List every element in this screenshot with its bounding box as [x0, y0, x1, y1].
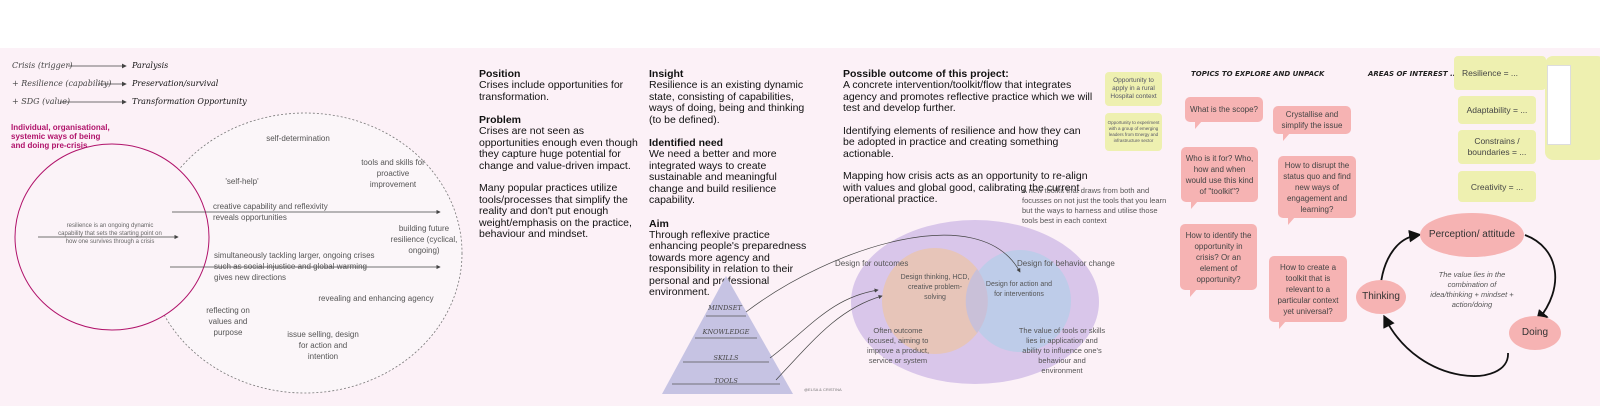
design-left-caption: Often outcome focused, aiming to improve…	[866, 326, 930, 365]
column-outcome: Possible outcome of this project: A conc…	[843, 68, 1093, 217]
doc-thumbnail[interactable]	[1547, 65, 1571, 145]
bubble-crystallise[interactable]: Crystallise and simplify the issue	[1273, 106, 1351, 141]
pre-crisis-title: Individual, organisational, systemic way…	[11, 123, 110, 150]
cycle-doing[interactable]: Doing	[1509, 316, 1561, 350]
outer-dashed-circle	[147, 112, 463, 394]
design-thinking-label: Design thinking, HCD, creative problem-s…	[900, 274, 970, 301]
circle-overlap	[965, 269, 988, 333]
bubble-toolkit[interactable]: How to create a toolkit that is relevant…	[1269, 256, 1347, 329]
topics-title: TOPICS TO EXPLORE AND UNPACK	[1191, 70, 1325, 78]
pre-crisis-body: resilience is an ongoing dynamic capabil…	[58, 223, 162, 245]
label-simultaneously: simultaneously tackling larger, ongoing …	[214, 251, 375, 282]
problem-title: Problem	[479, 114, 522, 126]
toolkit-note: A new toolkit that draws from both and f…	[1022, 186, 1167, 225]
label-self-help: 'self-help'	[225, 177, 259, 186]
legend-left-2: + Resilience (capability)	[12, 79, 112, 88]
design-behavior-label: Design for behavior change	[1017, 259, 1115, 268]
pyramid-skills: SKILLS	[713, 354, 739, 362]
whiteboard-canvas[interactable]: Crisis (trigger) Paralysis + Resilience …	[0, 48, 1600, 406]
cycle-thinking[interactable]: Thinking	[1356, 280, 1406, 314]
pyramid	[662, 276, 793, 394]
circle-behavior	[969, 250, 1071, 352]
interest-title: AREAS OF INTEREST ...	[1368, 70, 1459, 78]
outcome-p3: Mapping how crisis acts as an opportunit…	[843, 170, 1088, 205]
label-revealing-agency: revealing and enhancing agency	[318, 294, 434, 303]
legend-right-1: Paralysis	[132, 61, 169, 70]
note-emerging-leaders[interactable]: Opportunity to experiment with a group o…	[1105, 113, 1162, 151]
interest-resilience[interactable]: Resilience = ...	[1454, 56, 1546, 90]
interest-creativity[interactable]: Creativity = ...	[1458, 171, 1536, 202]
legend-left-3: + SDG (value)	[12, 97, 71, 106]
cycle-perception[interactable]: Perception/ attitude	[1420, 213, 1524, 257]
design-diagram	[662, 220, 1099, 394]
outcome-p1: A concrete intervention/toolkit/flow tha…	[843, 79, 1093, 114]
position-text: Crises include opportunities for transfo…	[479, 79, 624, 103]
design-right-caption: The value of tools or skills lies in app…	[1018, 326, 1106, 375]
pyramid-mindset: MINDSET	[708, 304, 742, 312]
insight-text: Resilience is an existing dynamic state,…	[649, 79, 805, 126]
outcome-title: Possible outcome of this project:	[843, 68, 1009, 80]
aim-title: Aim	[649, 217, 669, 230]
pyramid-tools: TOOLS	[714, 377, 738, 385]
label-building-future: building future resilience (cyclical, on…	[390, 224, 458, 255]
interest-constrains[interactable]: Constrains / boundaries = ...	[1458, 130, 1536, 164]
aim-text: Through reflexive practice enhancing peo…	[649, 228, 807, 298]
column-insight-need-aim: Insight Resilience is an existing dynami…	[649, 68, 811, 310]
design-action-label: Design for action and for interventions	[985, 281, 1053, 298]
label-tools-skills: tools and skills for proactive improveme…	[361, 158, 425, 189]
resilience-venn	[14, 63, 463, 394]
legend-left-1: Crisis (trigger)	[12, 61, 73, 70]
bubble-who[interactable]: Who is it for? Who, how and when would u…	[1181, 147, 1258, 209]
problem-text-2: Many popular practices utilize tools/pro…	[479, 182, 632, 240]
bubble-disrupt[interactable]: How to disrupt the status quo and find n…	[1278, 156, 1356, 225]
position-title: Position	[479, 68, 521, 80]
need-title: Identified need	[649, 137, 724, 149]
legend-right-2b: Preservation/survival	[132, 79, 219, 88]
label-self-determination: self-determination	[266, 134, 330, 143]
pyramid-knowledge: KNOWLEDGE	[702, 328, 750, 336]
legend-right-3: Transformation Opportunity	[132, 97, 247, 106]
design-outcomes-label: Design for outcomes	[835, 259, 909, 268]
bubble-scope[interactable]: What is the scope?	[1185, 97, 1263, 129]
label-reflecting: reflecting on values and purpose	[206, 306, 250, 337]
column-position-problem: Position Crises include opportunities fo…	[479, 68, 641, 252]
label-issue-selling: issue selling, design for action and int…	[287, 330, 359, 361]
bubble-identify[interactable]: How to identify the opportunity in crisi…	[1180, 224, 1257, 297]
pyramid-credit: @ELSA & CRISTINA	[804, 387, 842, 392]
need-text: We need a better and more integrated way…	[649, 148, 777, 206]
note-rural-hospital[interactable]: Opportunity to apply in a rural Hospital…	[1105, 72, 1162, 106]
problem-text: Crises are not seen as opportunities eno…	[479, 125, 638, 172]
circle-outcomes	[882, 248, 988, 354]
label-creative-capability: creative capability and reflexivity reve…	[213, 202, 328, 222]
outcome-p2: Identifying elements of resilience and h…	[843, 124, 1081, 160]
interest-adaptability[interactable]: Adaptability = ...	[1458, 96, 1536, 124]
cycle-center-text: The value lies in the combination of ide…	[1430, 270, 1514, 309]
insight-title: Insight	[649, 68, 684, 80]
